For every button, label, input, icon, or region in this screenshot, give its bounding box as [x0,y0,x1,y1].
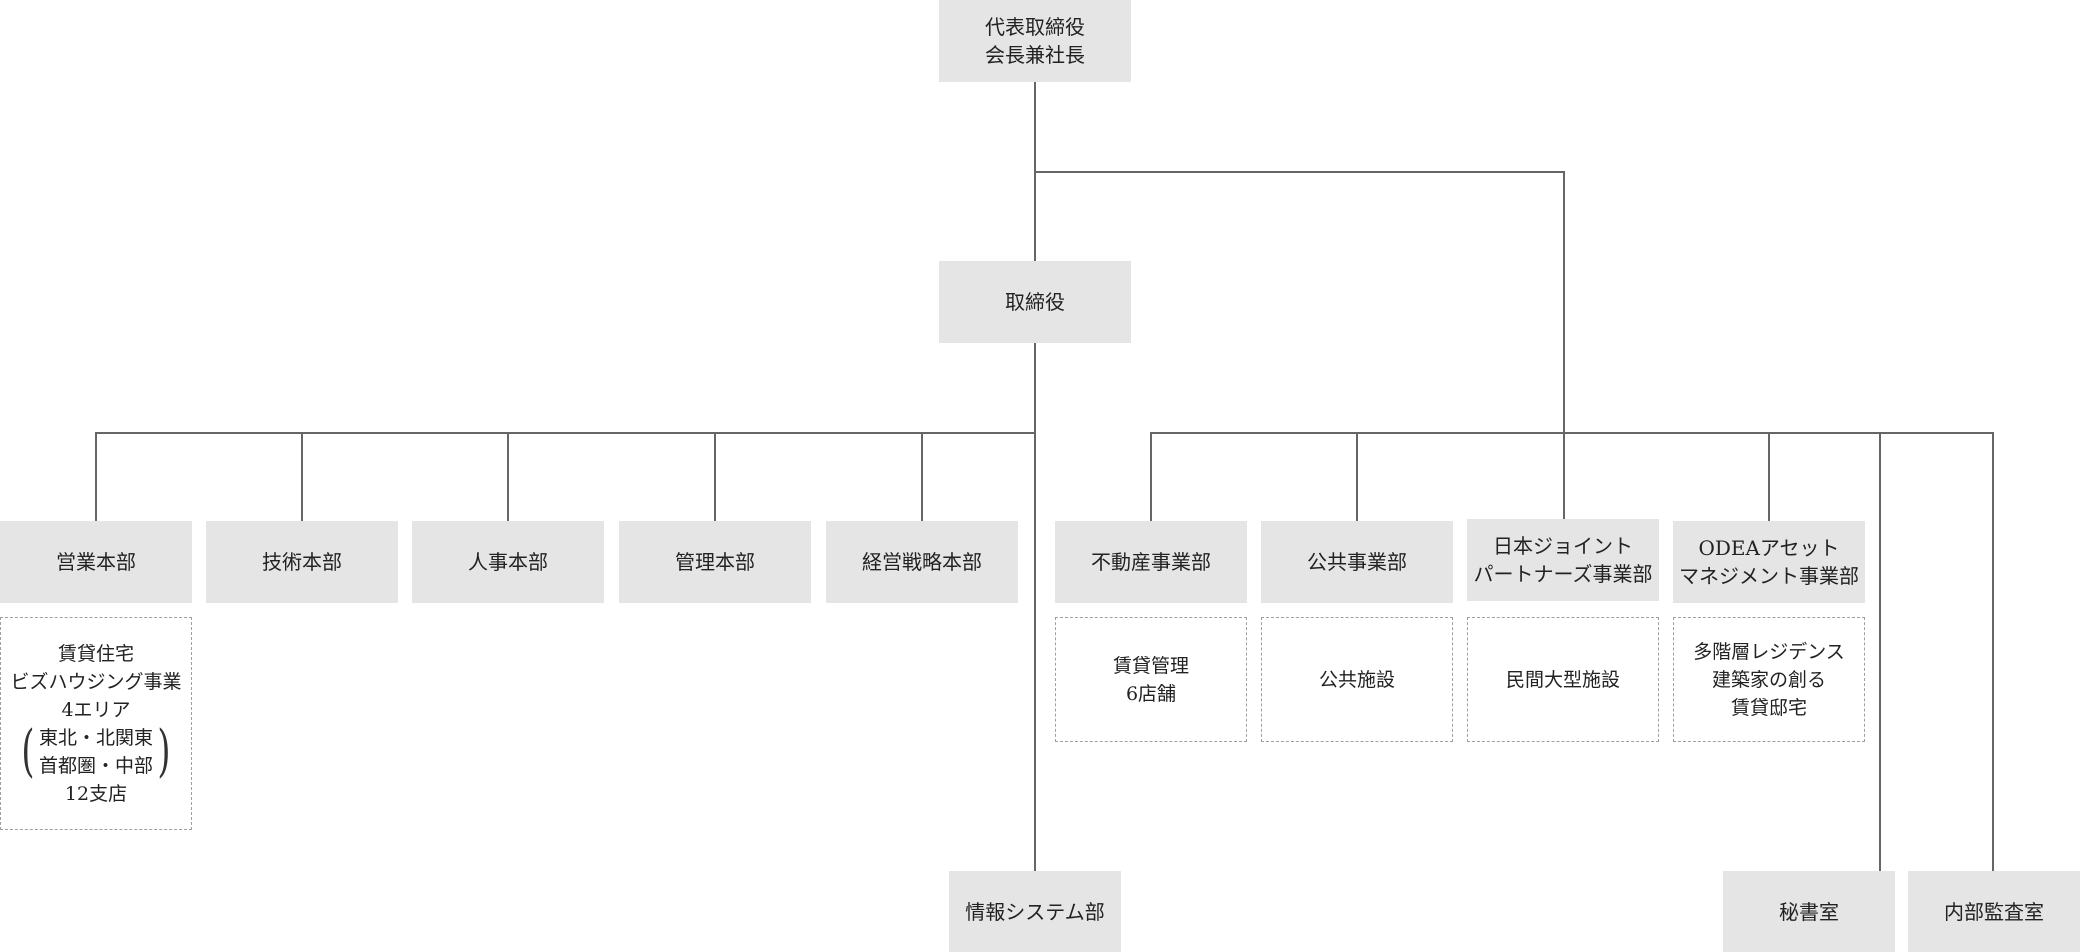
connector-hr [507,432,509,521]
node-njp-division: 日本ジョイント パートナーズ事業部 [1467,519,1659,601]
node-label: 営業本部 [56,550,136,574]
node-label: 技術本部 [262,550,342,574]
node-admin-division: 管理本部 [619,521,811,603]
node-sales-division: 営業本部 [0,521,192,603]
node-strategy-division: 経営戦略本部 [826,521,1018,603]
connector-audit [1992,432,1994,871]
njp-detail: 民間大型施設 [1467,617,1659,742]
node-label: 取締役 [1005,290,1065,314]
node-technical-division: 技術本部 [206,521,398,603]
node-label: 人事本部 [468,550,548,574]
node-info-systems: 情報システム部 [949,871,1121,952]
detail-text: 民間大型施設 [1505,668,1620,691]
node-chairman-president: 代表取締役 会長兼社長 [939,0,1131,82]
connector-top-right-horizontal [1034,171,1565,173]
node-label: 代表取締役 会長兼社長 [985,15,1085,67]
connector-admin [714,432,716,521]
connector-right-horizontal [1150,432,1994,434]
connector-odea [1768,432,1770,521]
area-list: ( 東北・北関東 首都圏・中部 ) [10,718,181,784]
connector-left-horizontal [95,432,1036,434]
realestate-detail: 賃貸管理 6店舗 [1055,617,1247,742]
connector-board-down [1034,343,1036,871]
detail-text: 多階層レジデンス 建築家の創る 賃貸邸宅 [1693,640,1845,719]
connector-public [1356,432,1358,521]
node-odea-division: ODEAアセット マネジメント事業部 [1673,521,1865,603]
node-secretary-office: 秘書室 [1723,871,1895,952]
node-label: 経営戦略本部 [862,550,982,574]
detail-text: 賃貸住宅 ビズハウジング事業 4エリア [10,642,182,721]
node-label: 秘書室 [1779,899,1839,924]
connector-secretary [1879,432,1881,871]
node-label: 日本ジョイント パートナーズ事業部 [1473,534,1653,586]
node-internal-audit: 内部監査室 [1908,871,2080,952]
odea-detail: 多階層レジデンス 建築家の創る 賃貸邸宅 [1673,617,1865,742]
public-detail: 公共施設 [1261,617,1453,742]
node-label: 情報システム部 [965,899,1105,924]
connector-realestate [1150,432,1152,521]
node-label: 内部監査室 [1944,899,2044,924]
connector-sales [95,432,97,521]
connector-tech [301,432,303,521]
detail-text: 賃貸管理 6店舗 [1112,654,1189,705]
node-label: 不動産事業部 [1091,550,1211,574]
node-label: 管理本部 [675,550,755,574]
node-label: ODEAアセット マネジメント事業部 [1679,536,1859,588]
node-label: 公共事業部 [1307,550,1407,574]
node-hr-division: 人事本部 [412,521,604,603]
area-names: 東北・北関東 首都圏・中部 [38,726,153,777]
node-board-directors: 取締役 [939,261,1131,343]
branch-count: 12支店 [64,782,128,805]
detail-text: 公共施設 [1318,668,1395,691]
sales-division-detail: 賃貸住宅 ビズハウジング事業 4エリア ( 東北・北関東 首都圏・中部 ) 12… [0,617,192,830]
close-paren: ) [157,718,171,784]
node-public-division: 公共事業部 [1261,521,1453,603]
connector-right-drop [1563,171,1565,519]
connector-strategy [921,432,923,521]
open-paren: ( [21,718,35,784]
node-realestate-division: 不動産事業部 [1055,521,1247,603]
